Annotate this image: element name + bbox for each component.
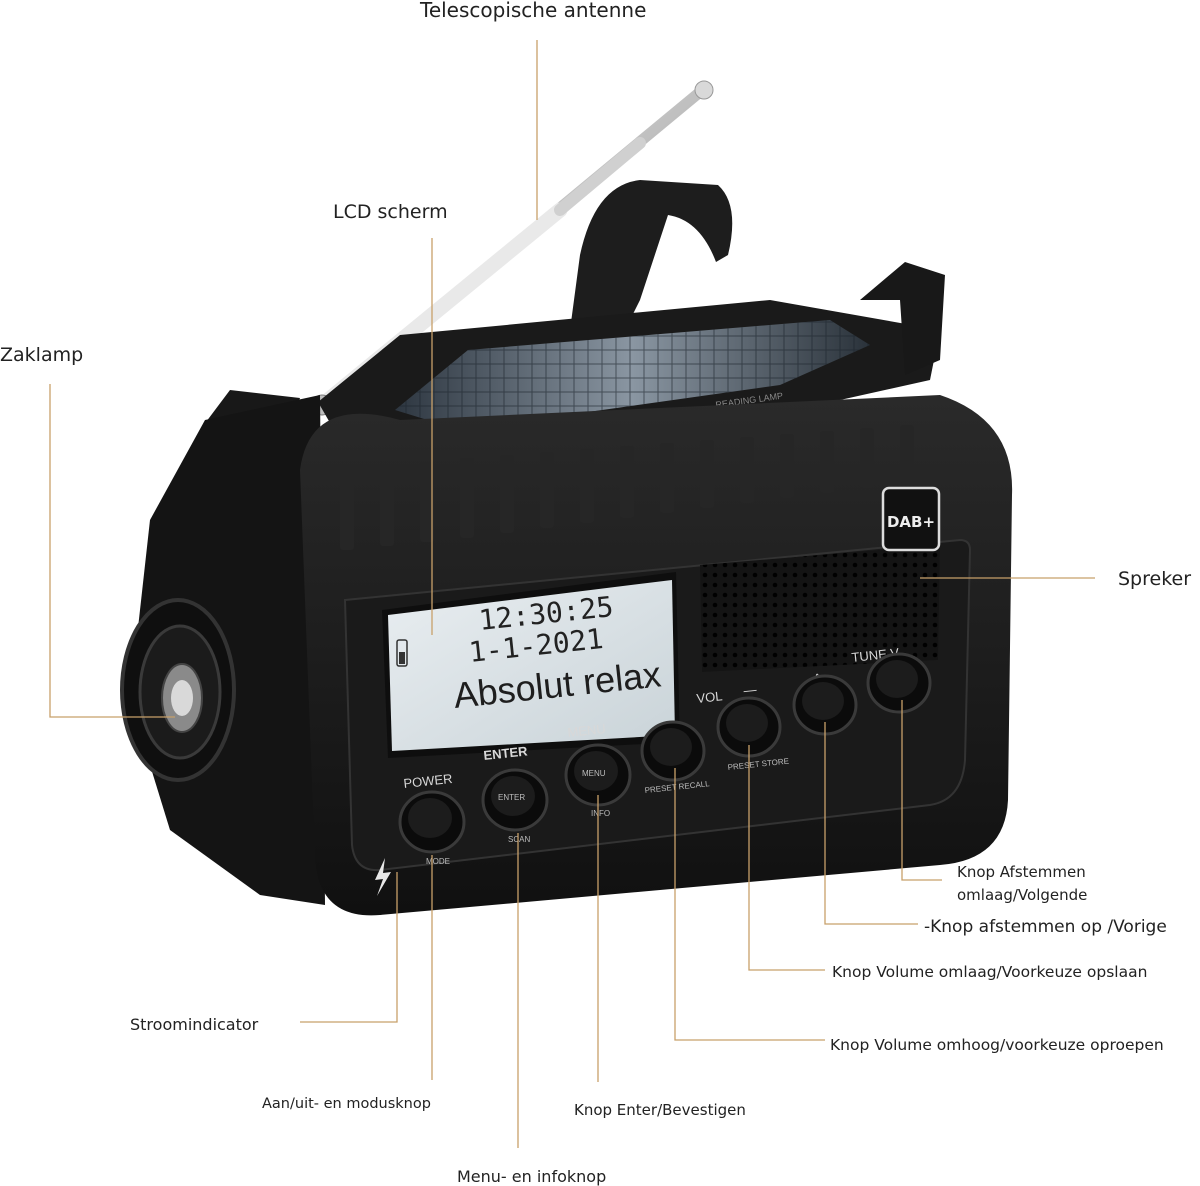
menu-label: MENU xyxy=(567,721,607,740)
svg-text:DAB+: DAB+ xyxy=(887,513,935,531)
enter-button[interactable]: ENTER xyxy=(481,768,549,832)
top-ribs xyxy=(340,425,914,550)
label-tune-down-2: omlaag/Volgende xyxy=(957,886,1087,904)
power-indicator-icon xyxy=(375,858,391,896)
label-power-indicator: Stroomindicator xyxy=(130,1015,259,1034)
label-antenna: Telescopische antenne xyxy=(419,0,646,22)
power-sub: MODE xyxy=(426,857,450,866)
tune-down-button[interactable] xyxy=(866,652,932,714)
label-speaker: Spreker xyxy=(1118,568,1191,590)
enter-label: ENTER xyxy=(483,743,529,763)
tune-up-button[interactable] xyxy=(792,674,858,736)
handle-right xyxy=(860,262,945,375)
radio-device: READING LAMP xyxy=(120,80,1013,916)
crank-handle xyxy=(570,180,733,340)
label-vol-up: Knop Volume omhoog/voorkeuze oproepen xyxy=(830,1036,1164,1054)
preset-recall-button[interactable] xyxy=(640,720,706,782)
power-label: POWER xyxy=(403,771,453,791)
leader-lines xyxy=(49,40,1095,1148)
menu-sub: INFO xyxy=(591,809,610,818)
dab-badge: DAB+ xyxy=(881,486,941,552)
speaker-grill xyxy=(700,545,940,672)
label-flashlight: Zaklamp xyxy=(0,344,83,366)
power-button[interactable] xyxy=(398,790,466,854)
vol-down-button[interactable] xyxy=(716,696,782,758)
label-tune-down-1: Knop Afstemmen xyxy=(957,863,1086,881)
svg-text:MENU: MENU xyxy=(582,769,606,778)
label-lcd: LCD scherm xyxy=(333,201,448,223)
label-power-mode: Aan/uit- en modusknop xyxy=(262,1096,431,1112)
vol-label: VOL xyxy=(696,688,723,706)
enter-sub: SCAN xyxy=(508,835,530,844)
svg-text:ENTER: ENTER xyxy=(498,793,525,802)
lcd-screen: 12:30:25 1-1-2021 Absolut relax xyxy=(382,572,680,758)
label-tune-up: -Knop afstemmen op /Vorige xyxy=(924,917,1167,937)
minus-label: — xyxy=(743,682,757,698)
menu-button[interactable]: MENU xyxy=(564,743,632,807)
flashlight-knob[interactable] xyxy=(120,598,236,782)
label-menu-info: Menu- en infoknop xyxy=(457,1167,606,1186)
label-enter: Knop Enter/Bevestigen xyxy=(574,1101,746,1119)
label-vol-down: Knop Volume omlaag/Voorkeuze opslaan xyxy=(832,963,1147,981)
